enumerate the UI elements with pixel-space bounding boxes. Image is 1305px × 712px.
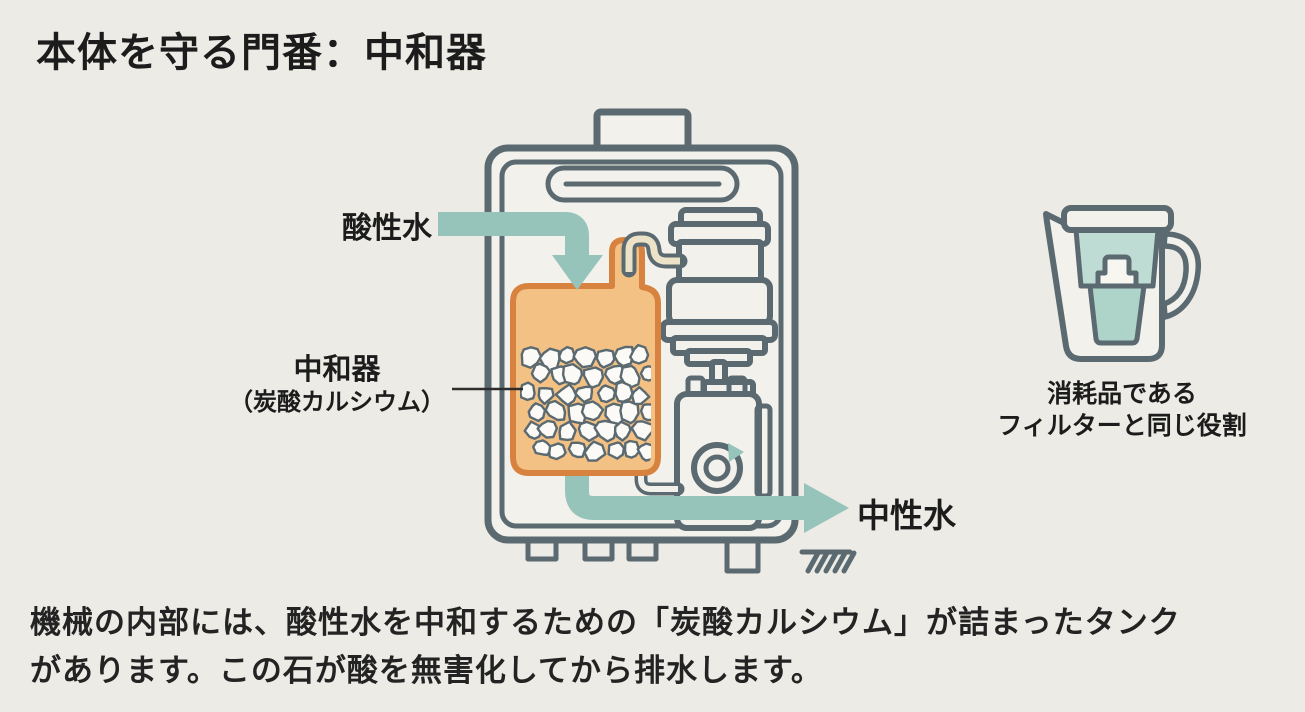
pebble [630, 420, 651, 442]
pebble [558, 345, 577, 365]
page-title: 本体を守る門番：中和器 [36, 31, 487, 75]
pebble [607, 441, 626, 460]
description-paragraph: 機械の内部には、酸性水を中和するための「炭酸カルシウム」が詰まったタンク があり… [30, 599, 1181, 695]
pebble [636, 442, 651, 462]
rotation-arrow-icon [728, 443, 744, 462]
neutral-water-arrowhead [804, 483, 849, 533]
pebble [639, 403, 651, 422]
pebble [595, 348, 616, 369]
pebble [530, 362, 552, 384]
pebble [527, 402, 547, 423]
neutral-water-label: 中性水 [857, 497, 956, 534]
filter-pitcher-icon [1043, 205, 1201, 362]
pebble [544, 399, 567, 422]
pebble [630, 386, 651, 406]
pebble [548, 442, 567, 461]
pebble [623, 439, 641, 459]
pebble [577, 420, 599, 443]
pebble [580, 400, 605, 422]
pebble [520, 381, 536, 402]
pebble [558, 420, 577, 442]
pump-icon [674, 375, 773, 531]
ground-icon [799, 549, 857, 574]
limestone-pebbles [520, 343, 651, 462]
drain-elbow-pipe [634, 459, 685, 496]
pebble [619, 400, 640, 425]
pebble [532, 439, 554, 457]
pitcher-caption-line2: フィルターと同じ役割 [997, 412, 1247, 440]
pebble [613, 345, 635, 368]
pebble [536, 419, 559, 439]
pebble [593, 419, 618, 443]
pebble [554, 383, 578, 407]
pump-rotor-icon [691, 442, 743, 494]
heater-feet [525, 537, 761, 574]
pitcher-handle [1161, 231, 1201, 320]
pebble [629, 343, 650, 365]
acidic-water-arrow [438, 212, 603, 290]
connector-pipe [621, 231, 688, 278]
pebble [561, 362, 584, 386]
pebble [523, 420, 544, 440]
pebble [639, 365, 651, 382]
acidic-water-label: 酸性水 [342, 212, 432, 245]
filter-cartridge [1087, 283, 1147, 346]
vent-slot [545, 165, 740, 203]
pitcher-caption: 消耗品である フィルターと同じ役割 [967, 378, 1277, 442]
pebble [583, 440, 607, 462]
neutralizer-label-sub: （炭酸カルシウム） [229, 389, 445, 417]
acidic-water-arrowhead [552, 255, 603, 290]
pebble [572, 346, 598, 369]
pebble [567, 441, 587, 459]
pebble [614, 380, 634, 403]
neutral-water-arrow [565, 460, 849, 533]
pitcher-caption-line1: 消耗品である [1047, 380, 1197, 408]
neutralizer-label: 中和器 （炭酸カルシウム） [218, 353, 456, 418]
pebble [613, 420, 632, 442]
description-line2: があります。この石が酸を無害化してから排水します。 [30, 653, 823, 688]
pebble [574, 385, 594, 404]
heater-inner-casing [499, 159, 784, 529]
filter-cap [1095, 254, 1139, 289]
description-line1: 機械の内部には、酸性水を中和するための「炭酸カルシウム」が詰まったタンク [30, 605, 1181, 640]
pitcher-lid [1061, 205, 1174, 233]
pebble [582, 366, 605, 390]
pebble [596, 384, 617, 404]
pebble [537, 387, 555, 406]
neutralizer-label-main: 中和器 [293, 354, 381, 386]
